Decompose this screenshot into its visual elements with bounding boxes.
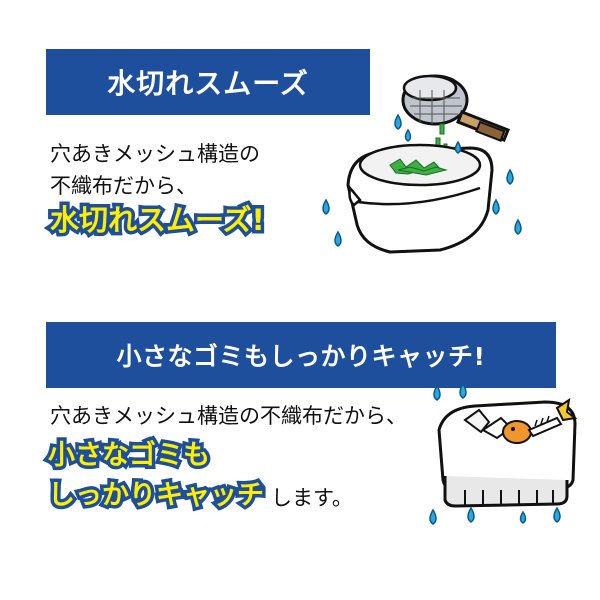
water-drops: [429, 382, 561, 525]
colander-icon: [401, 74, 510, 142]
corner-tray-icon: [437, 397, 578, 508]
section1-highlight: 水切れスムーズ!: [47, 200, 269, 241]
section1-banner: 水切れスムーズ: [46, 49, 370, 115]
section1-text-line1: 穴あきメッシュ構造の: [50, 142, 260, 166]
water-drops: [322, 113, 522, 247]
mesh-basket-icon: [346, 143, 494, 254]
section2-highlight-line2: しっかりキャッチ: [45, 477, 268, 515]
corner-tray-illustration: [429, 382, 578, 525]
section1-text-line2: 不織布だから、: [50, 174, 197, 198]
strainer-basket-illustration: [322, 74, 522, 254]
section2-banner: 小さなゴミもしっかりキャッチ!: [46, 322, 556, 388]
section2-text-tail: します。: [271, 486, 353, 510]
section2-highlight-line1: 小さなゴミも: [45, 437, 214, 475]
section2-text-line1: 穴あきメッシュ構造の不織布だから、: [50, 404, 407, 428]
